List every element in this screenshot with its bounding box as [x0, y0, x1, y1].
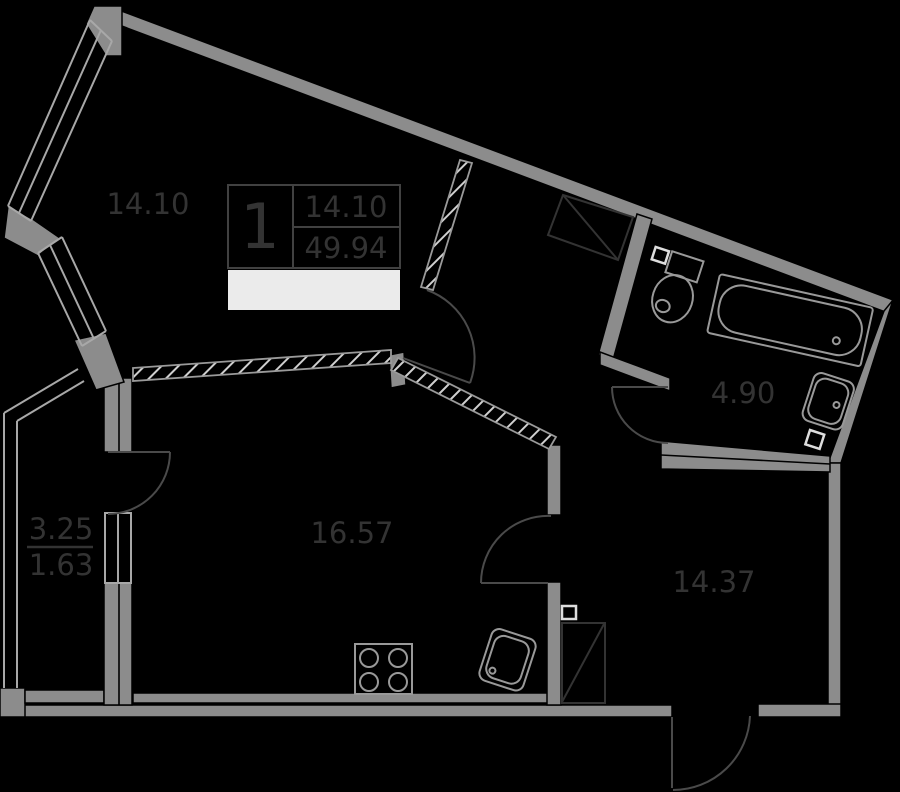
hatch-band-diagonal: [389, 356, 558, 451]
pier-top-left: [85, 5, 123, 57]
vent-duct-hall: [560, 604, 578, 621]
hatched-partitions: [132, 158, 558, 451]
room-label-hall: 14.37: [672, 565, 755, 599]
room-label-living: 14.10: [106, 187, 189, 221]
window-balcony-wall: [104, 512, 132, 584]
wall-bottom-inner: [132, 692, 550, 704]
wall-left-lower: [103, 582, 133, 706]
balcony-area-full: 3.25: [29, 512, 94, 546]
wall-bathroom-bottom: [660, 440, 831, 473]
vent-duct-bathroom: [803, 428, 826, 451]
toilet-icon: [650, 245, 705, 324]
room-labels: 14.10 16.57 4.90 14.37 3.25 1.63: [27, 187, 775, 599]
wall-bathroom-slant: [599, 350, 671, 393]
title-stamp: 1 14.10 49.94: [227, 184, 401, 310]
balcony-door: [107, 451, 171, 515]
wall-balcony-corner: [0, 687, 26, 718]
wall-bottom-right: [757, 703, 842, 718]
hatch-band-horizontal: [132, 349, 392, 382]
kitchen-room-door: [479, 514, 552, 584]
wall-bottom-main: [21, 704, 673, 718]
pier-bend: [3, 204, 62, 257]
fixtures: [354, 193, 874, 704]
bathroom-sink-icon: [801, 372, 855, 431]
doors: [107, 289, 751, 791]
hatch-band-vertical: [419, 158, 474, 292]
bathtub-icon: [706, 273, 874, 367]
stamp-total-area: 49.94: [304, 231, 387, 265]
balcony-area-reduced: 1.63: [29, 548, 94, 582]
wall-mid-upper: [546, 444, 562, 516]
wall-top: [102, 5, 894, 314]
window-mid-left: [37, 236, 107, 347]
wardrobe-hallway: [546, 193, 635, 262]
stamp-rooms-count: 1: [240, 190, 279, 263]
wall-bathroom-left: [597, 213, 653, 361]
living-room-door: [402, 289, 476, 384]
stove-icon: [354, 643, 413, 695]
room-label-bathroom: 4.90: [711, 376, 776, 410]
wall-balcony-bottom: [24, 689, 105, 704]
wall-right-vertical: [827, 462, 842, 718]
wall-mid-lower: [546, 581, 562, 706]
pier-mid-left: [72, 332, 125, 391]
entrance-door: [671, 715, 751, 791]
room-label-kitchen: 16.57: [310, 516, 393, 550]
wardrobe-hall: [561, 622, 606, 704]
bathroom-door: [611, 386, 669, 444]
balcony-outline: [3, 368, 85, 688]
wall-left-upper: [103, 377, 133, 453]
windows: [3, 19, 132, 688]
balcony-area-label: 3.25 1.63: [27, 512, 93, 582]
wall-seam: [660, 454, 831, 465]
window-upper-left: [7, 19, 113, 222]
kitchen-sink-icon: [478, 628, 537, 692]
stamp-color-bar: [228, 270, 400, 310]
walls: [0, 5, 894, 718]
stamp-living-area: 14.10: [304, 190, 387, 224]
